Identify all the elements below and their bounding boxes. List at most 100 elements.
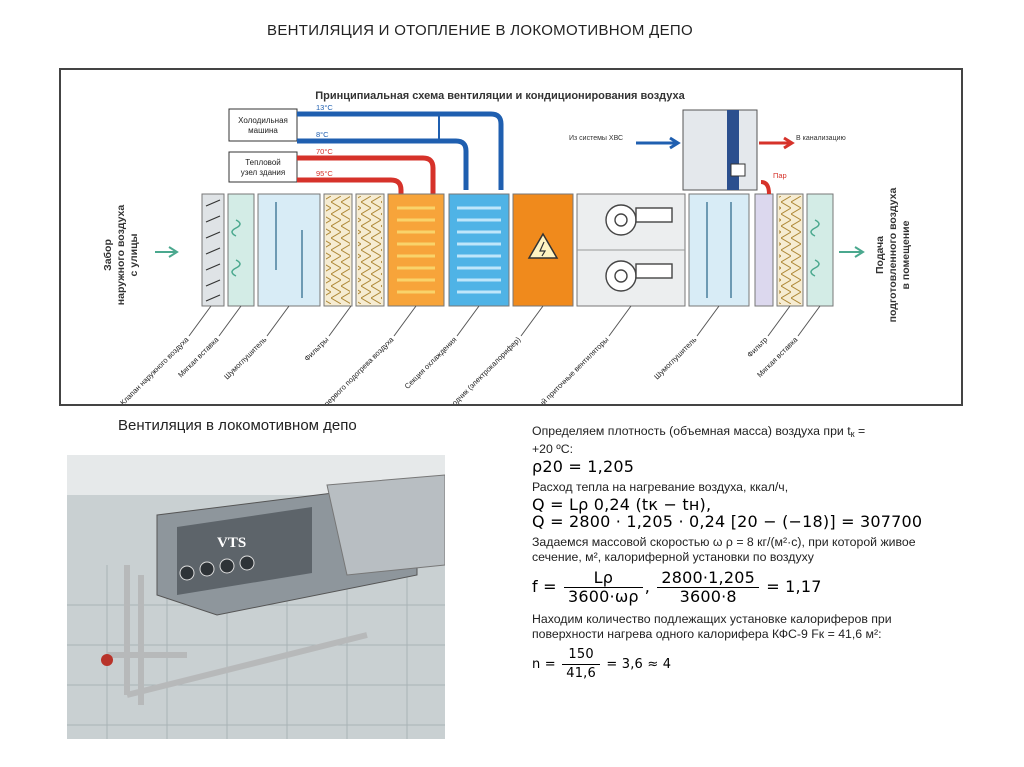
component-labels: Клапан наружного воздуха Мягкая вставка … <box>118 334 800 404</box>
steam-generator-display <box>730 163 746 177</box>
intake-label-1: Забор <box>102 239 114 271</box>
scheme-title: Принципиальная схема вентиляции и кондиц… <box>315 90 685 102</box>
intake-label: Забор наружного воздуха с улицы <box>102 205 140 306</box>
drain-arrow <box>759 136 795 150</box>
cold-supply-pipe <box>297 111 504 190</box>
filter-pattern-2 <box>358 196 382 304</box>
steam-pipe <box>760 180 771 195</box>
silencer-baffles-2 <box>706 202 732 298</box>
photo-caption: Вентиляция в локомотивном депо <box>118 417 357 434</box>
f-num-1: Lρ <box>564 569 643 588</box>
section-preheat <box>387 193 445 307</box>
f-den-2: 3600·8 <box>679 587 737 606</box>
temp-95: 95°С <box>316 169 333 178</box>
f-fraction-1: Lρ 3600·ωρ <box>564 569 643 606</box>
intake-label-2: наружного воздуха <box>115 205 127 306</box>
heat-node-label-2: узел здания <box>241 168 285 177</box>
ventilation-unit-photo: VTS <box>67 455 445 739</box>
supply-arrow <box>839 246 865 258</box>
n-result: = 3,6 ≈ 4 <box>606 657 672 672</box>
f-fraction-2: 2800·1,205 3600·8 <box>657 569 759 606</box>
intake-label-3: с улицы <box>128 233 140 276</box>
count-intro-1: Находим количество подлежащих установке … <box>532 612 892 626</box>
steam-label: Пар <box>773 171 787 180</box>
n-num: 150 <box>562 646 600 665</box>
q-value: Q = 2800 · 1,205 · 0,24 [20 − (−18)] = 3… <box>532 512 923 531</box>
chiller-box <box>228 108 298 142</box>
steam-generator <box>682 109 758 191</box>
lightning-icon <box>527 232 559 259</box>
supply-label: Подача подготовленного воздуха в помещен… <box>874 188 912 323</box>
component-label: Фильтр <box>745 335 769 359</box>
silencer-baffles-1 <box>275 202 303 298</box>
temp-8: 8°С <box>316 130 329 139</box>
supply-label-1: Подача <box>874 236 886 274</box>
heat-node-box <box>228 151 298 183</box>
f-num-2: 2800·1,205 <box>657 569 759 588</box>
density-intro-text: Определяем плотность (объемная масса) во… <box>532 424 851 438</box>
photo-control-buttons <box>179 555 255 581</box>
water-in-label: Из системы ХВС <box>569 135 623 142</box>
water-in-arrow <box>636 136 681 150</box>
section-silencer-2 <box>688 193 750 307</box>
supply-label-2: подготовленного воздуха <box>887 188 899 323</box>
cooling-coil <box>457 206 501 294</box>
density-intro-eq: = <box>854 424 866 438</box>
photo-valve <box>101 654 113 666</box>
hot-supply-pipe <box>297 155 436 304</box>
fan-icon-top <box>605 204 673 236</box>
temp-70: 70°С <box>316 147 333 156</box>
intake-arrow <box>155 246 179 258</box>
mass-intro-1: Задаемся массовой скоростью ω ρ = 8 кг/(… <box>532 535 916 549</box>
section-soft-insert-2 <box>806 193 834 307</box>
soft-insert-wave-2 <box>810 219 820 277</box>
f-den-1: 3600·ωρ <box>568 587 639 606</box>
f-lhs: f = <box>532 577 557 596</box>
damper-blades <box>205 199 221 302</box>
steam-generator-strip <box>727 110 739 190</box>
cold-return-pipe <box>297 138 469 190</box>
preheat-coil <box>397 206 435 294</box>
n-equation: n = 150 41,6 = 3,6 ≈ 4 <box>532 646 1002 683</box>
temp-13: 13°С <box>316 103 333 112</box>
mass-intro-2: сечение, м², калориферной установки по в… <box>532 550 814 564</box>
page-title: ВЕНТИЛЯЦИЯ И ОТОПЛЕНИЕ В ЛОКОМОТИВНОМ ДЕ… <box>267 22 693 39</box>
filter-pattern-3 <box>779 196 801 304</box>
n-lhs: n = <box>532 657 556 672</box>
section-soft-insert-1 <box>227 193 255 307</box>
section-humidifier <box>754 193 774 307</box>
lightning-bolt <box>539 241 547 257</box>
photo-illustration: VTS <box>67 455 445 739</box>
photo-pipes <box>107 565 368 705</box>
component-label: Секция охлаждения <box>403 335 459 391</box>
q-formula: Q = Lρ 0,24 (tк − tн), <box>532 495 712 514</box>
density-intro: Определяем плотность (объемная масса) во… <box>532 424 1002 442</box>
n-fraction: 150 41,6 <box>562 646 600 683</box>
filter-pattern-1 <box>326 196 350 304</box>
soft-insert-wave-1 <box>231 219 241 277</box>
component-label: Шумоглушитель <box>222 335 268 381</box>
chiller-label-2: машина <box>248 126 278 135</box>
supply-label-3: в помещение <box>900 220 912 289</box>
photo-brand: VTS <box>217 535 246 551</box>
leader-lines <box>188 305 821 337</box>
heat-intro: Расход тепла на нагревание воздуха, ккал… <box>532 480 789 494</box>
hot-return-pipe <box>297 177 404 304</box>
section-silencer-1 <box>257 193 321 307</box>
f-equation: f = Lρ 3600·ωρ , 2800·1,205 3600·8 = 1,1… <box>532 568 822 606</box>
heat-node-label-1: Тепловой <box>245 158 281 167</box>
ventilation-scheme: Принципиальная схема вентиляции и кондиц… <box>102 90 912 404</box>
density-intro-sub: к <box>850 429 855 439</box>
section-damper <box>201 193 225 307</box>
count-intro-2: поверхности нагрева одного калорифера КФ… <box>532 627 882 641</box>
drain-label: В канализацию <box>796 135 846 142</box>
chiller-label-1: Холодильная <box>238 116 288 125</box>
component-label: Шумоглушитель <box>652 335 698 381</box>
photo-duct <box>326 474 445 576</box>
section-cooling <box>448 193 510 307</box>
component-label: Фильтры <box>302 335 330 363</box>
f-result: = 1,17 <box>766 577 822 596</box>
fan-icon-bottom <box>605 260 673 292</box>
rho-equation: ρ20 = 1,205 <box>532 457 635 476</box>
density-intro-2: +20 ºС: <box>532 442 574 456</box>
